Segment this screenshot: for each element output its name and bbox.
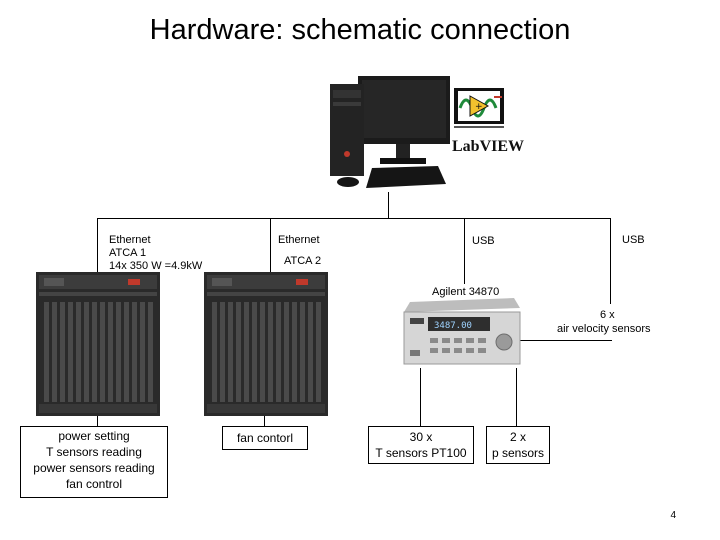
- atca2-drop-line: [270, 218, 271, 272]
- atca1-ethernet-label: Ethernet: [109, 234, 151, 246]
- agilent-daq-icon: 3487.00: [403, 298, 521, 365]
- atca1-task-t-sensors: T sensors reading: [46, 445, 142, 459]
- page-number: 4: [670, 510, 676, 521]
- computer-icon: [330, 76, 450, 188]
- svg-text:3487.00: 3487.00: [434, 321, 472, 331]
- atca1-name-label: ATCA 1: [109, 247, 147, 259]
- t-sensors-line: [420, 368, 421, 426]
- atca2-name-label: ATCA 2: [284, 255, 322, 267]
- atca1-task-fan-control: fan control: [65, 477, 123, 491]
- top-bus-line: [97, 218, 611, 219]
- computer-down-line: [388, 192, 389, 218]
- agilent-label: Agilent 34870: [432, 286, 500, 298]
- atca1-task-power-setting: power setting: [58, 429, 130, 443]
- atca2-ethernet-label: Ethernet: [278, 234, 320, 246]
- atca1-tasks-box: power setting T sensors reading power se…: [20, 426, 168, 498]
- p-sensors-count: 2 x: [509, 430, 526, 444]
- atca1-drop-line: [97, 218, 98, 272]
- atca1-task-power-sensors: power sensors reading: [33, 461, 155, 475]
- agilent-usb-line: [464, 218, 465, 284]
- atca2-task-box: fan contorl: [222, 426, 308, 450]
- atca2-chassis-icon: [204, 272, 328, 416]
- p-sensors-line: [516, 368, 517, 426]
- atca1-box-line: [97, 416, 98, 426]
- air-sensors-label: air velocity sensors: [557, 323, 651, 335]
- page-title: Hardware: schematic connection: [149, 14, 571, 46]
- air-usb-line: [610, 218, 611, 304]
- air-sensors-count: 6 x: [600, 309, 615, 321]
- t-sensors-box: 30 x T sensors PT100: [368, 426, 474, 464]
- t-sensors-label: T sensors PT100: [375, 446, 467, 460]
- air-sensors-line: [517, 340, 612, 341]
- p-sensors-label: p sensors: [491, 446, 545, 460]
- atca1-chassis-icon: [36, 272, 160, 416]
- p-sensors-box: 2 x p sensors: [486, 426, 550, 464]
- labview-logo: +: [454, 88, 504, 128]
- atca2-box-line: [264, 416, 265, 426]
- usb-label-agilent: USB: [472, 235, 495, 247]
- atca2-task-label: fan contorl: [236, 431, 294, 445]
- svg-text:+: +: [475, 102, 483, 112]
- t-sensors-count: 30 x: [409, 430, 433, 444]
- labview-wordmark: LabVIEW: [452, 138, 525, 155]
- usb-label-air: USB: [622, 234, 645, 246]
- atca1-power-label: 14x 350 W =4.9kW: [109, 260, 203, 272]
